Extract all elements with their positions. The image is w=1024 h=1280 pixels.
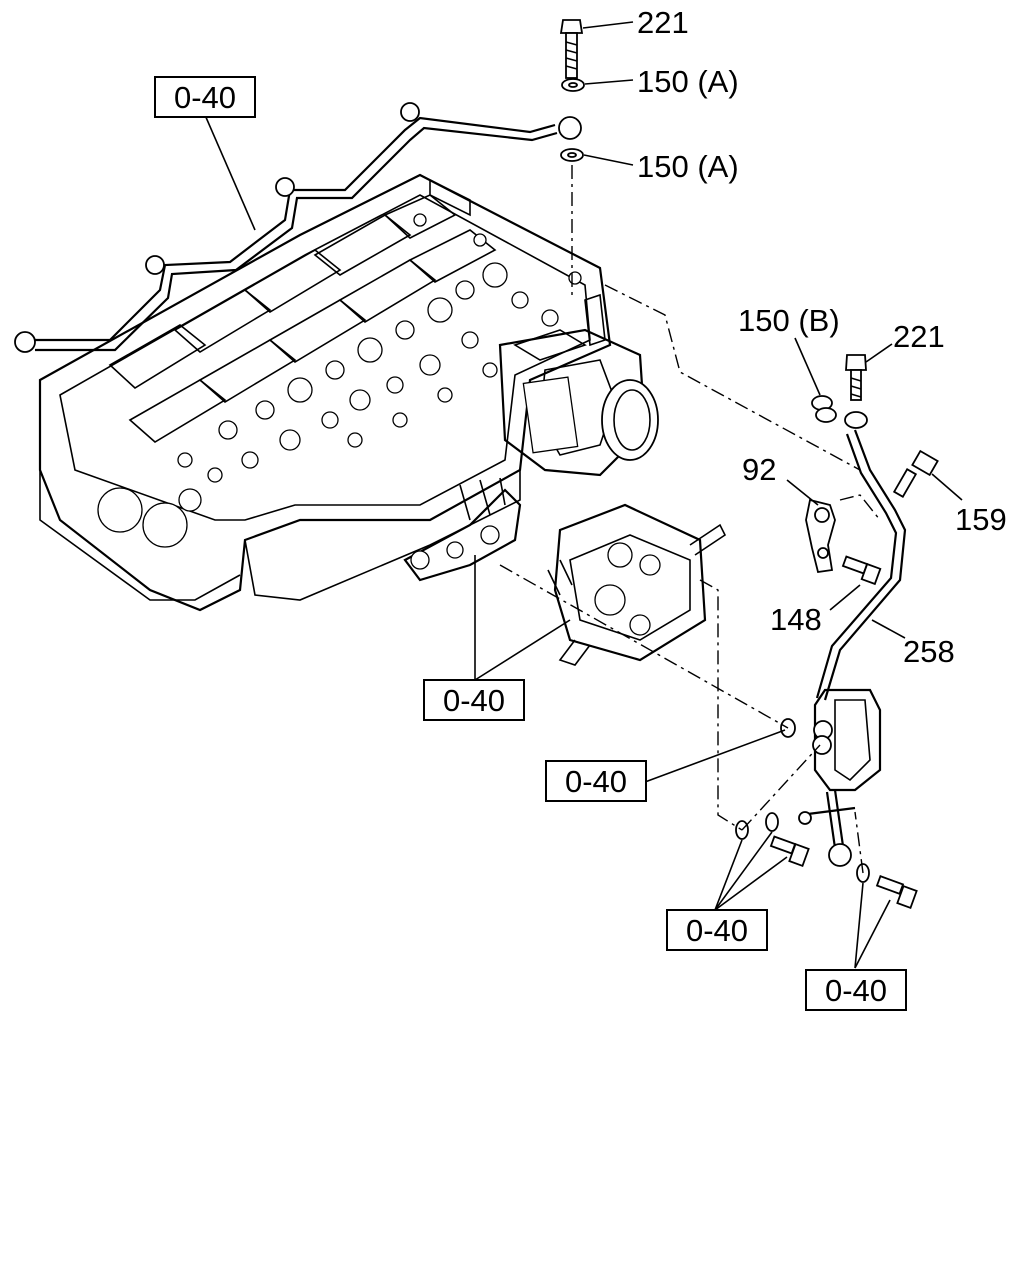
svg-text:0-40: 0-40 (686, 913, 748, 948)
svg-text:0-40: 0-40 (174, 80, 236, 115)
pipe-258-drawing (798, 429, 907, 867)
gasket-lower-2-icon (765, 812, 779, 832)
bolt-159-icon (892, 449, 939, 498)
callout-150a-upper: 150 (A) (637, 64, 739, 99)
callout-159: 159 (955, 502, 1007, 537)
ref-box-bolts-right[interactable]: 0-40 (805, 969, 907, 1011)
leak-off-pipe-drawing (14, 102, 582, 353)
banjo-bolt-lower-right-icon (875, 875, 918, 910)
leader-lines (204, 21, 963, 969)
callout-150b: 150 (B) (738, 303, 840, 338)
ref-box-gasket[interactable]: 0-40 (545, 760, 647, 802)
callout-92: 92 (742, 452, 776, 487)
callout-148: 148 (770, 602, 822, 637)
banjo-bolt-lower-mid-icon (769, 835, 810, 868)
svg-text:0-40: 0-40 (443, 683, 505, 718)
ref-box-pump[interactable]: 0-40 (423, 679, 525, 721)
washer-150b-icon (811, 395, 837, 423)
throttle-body-drawing (498, 293, 659, 477)
injection-pump-drawing (403, 477, 727, 666)
callout-221-top: 221 (637, 5, 689, 40)
cylinder-head-drawing (38, 173, 612, 612)
callout-150a-lower: 150 (A) (637, 149, 739, 184)
svg-text:0-40: 0-40 (565, 764, 627, 799)
bolt-148-icon (841, 555, 882, 586)
callout-258: 258 (903, 634, 955, 669)
assembly-guide-lines (499, 165, 881, 874)
callout-221-right: 221 (893, 319, 945, 354)
clip-92-icon (805, 498, 836, 574)
ref-box-top-left[interactable]: 0-40 (154, 76, 256, 118)
svg-text:0-40: 0-40 (825, 973, 887, 1008)
ref-box-bolts-mid[interactable]: 0-40 (666, 909, 768, 951)
bolt-221-top-icon (559, 19, 584, 79)
bolt-221-right-icon (844, 354, 868, 429)
